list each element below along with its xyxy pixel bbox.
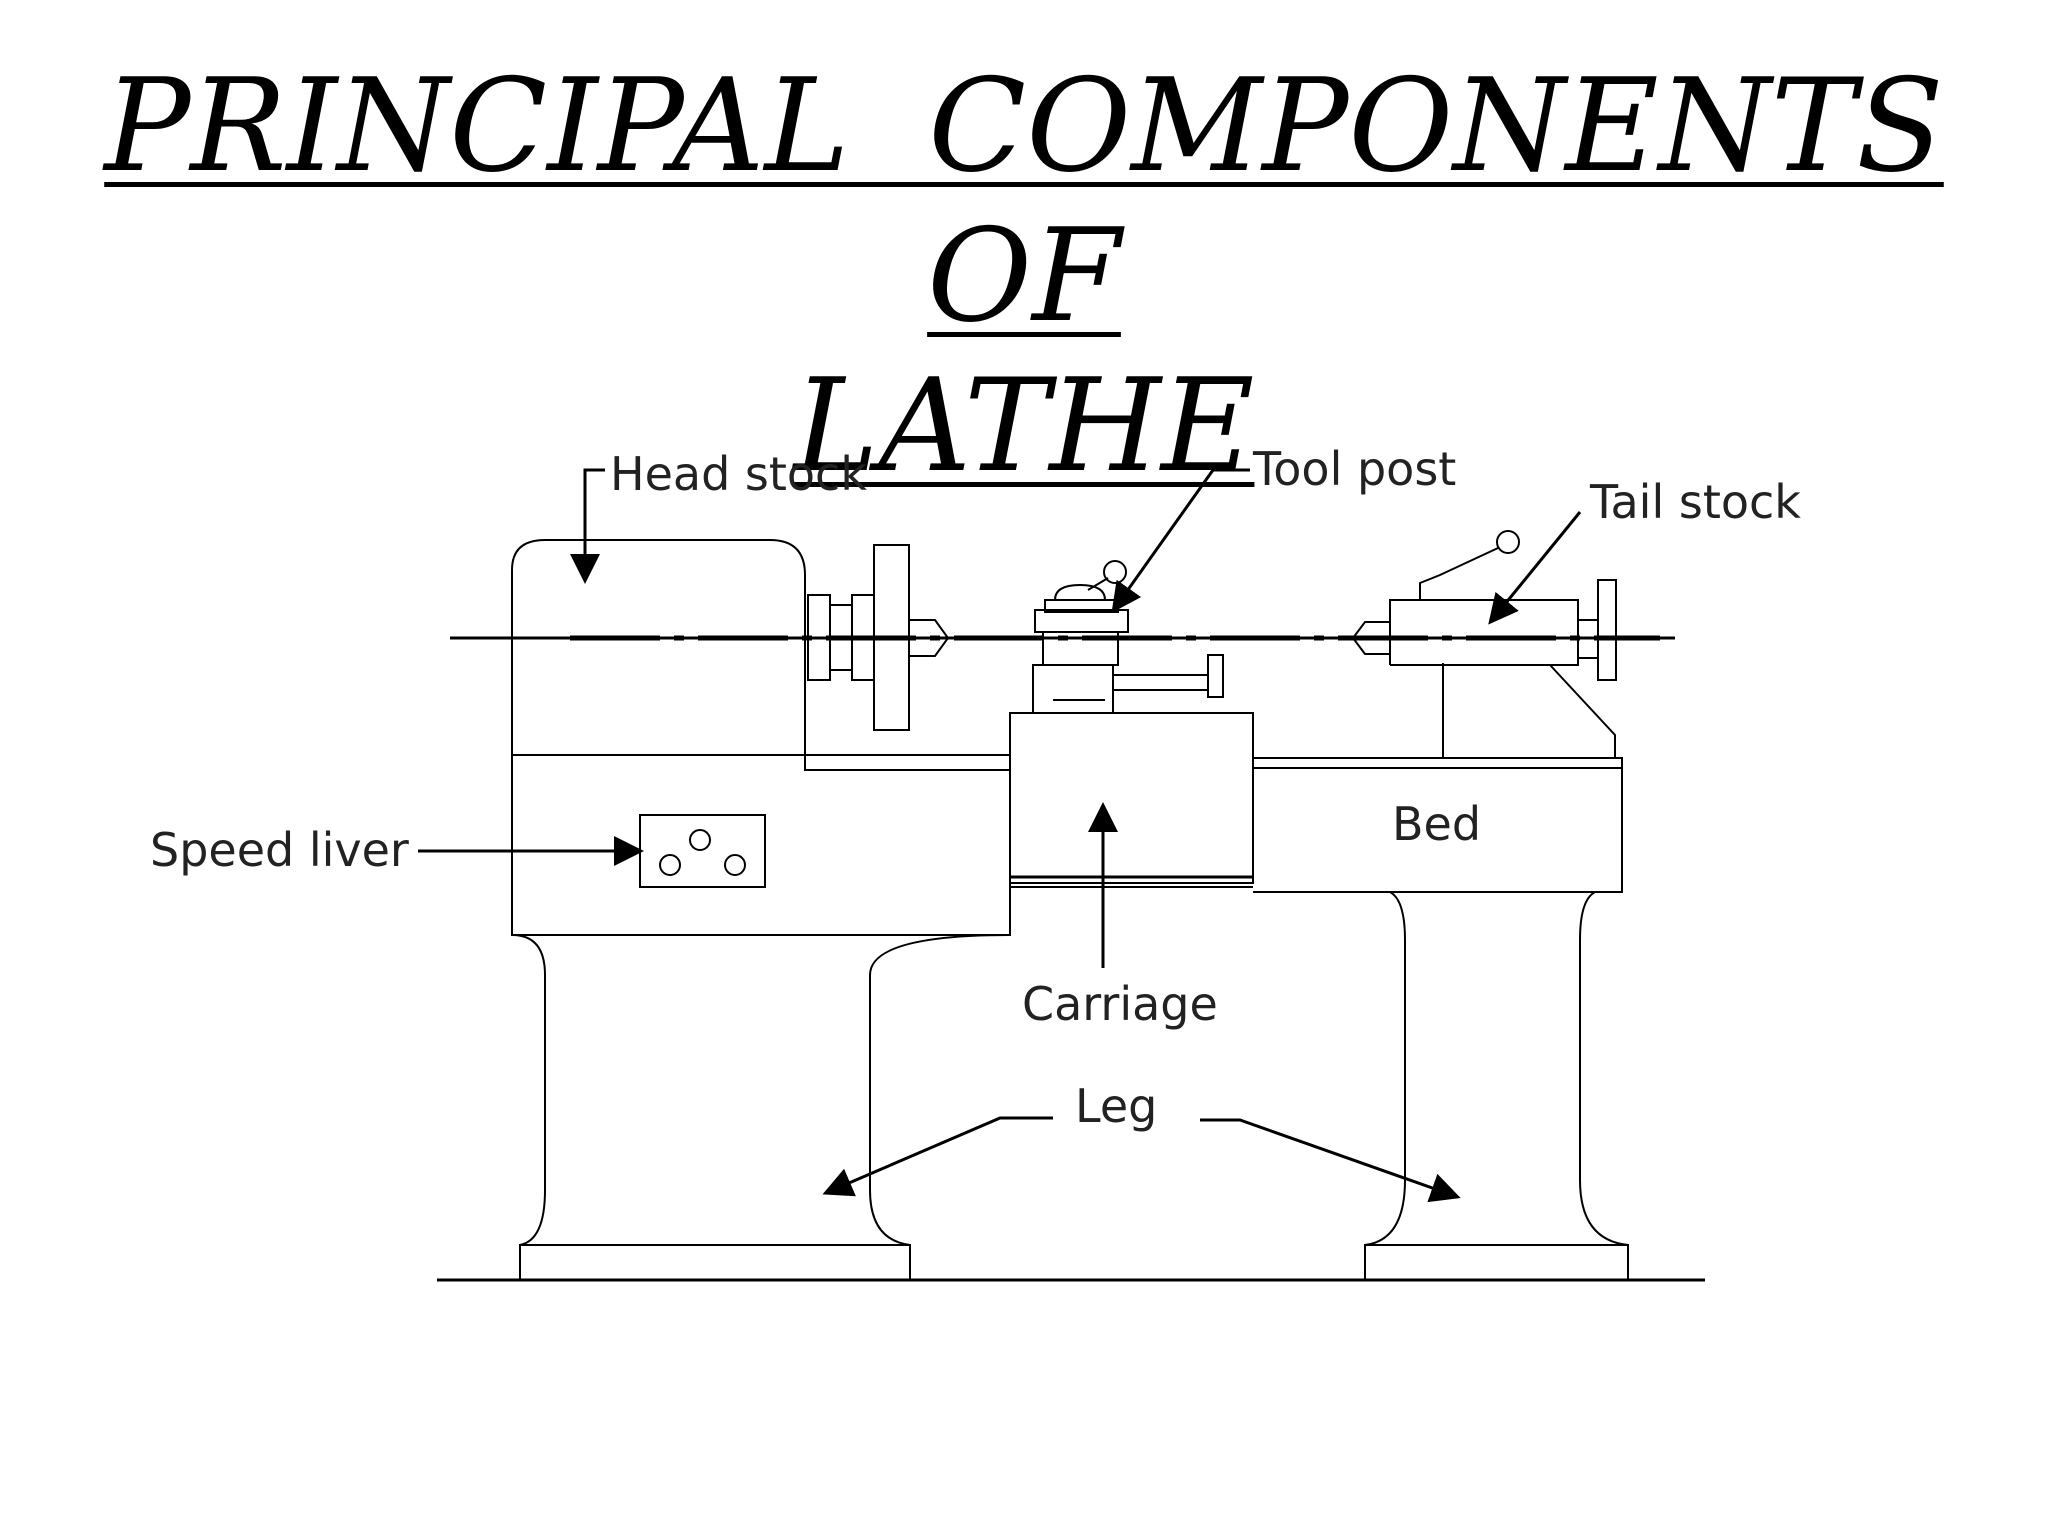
page-title: PRINCIPAL COMPONENTS OF LATHE (0, 52, 2048, 502)
cross-slide-handwheel (1207, 654, 1224, 698)
tailstock-leg-foot (1364, 1244, 1629, 1281)
title-line-2: LATHE (793, 352, 1255, 501)
tailstock-leg (1364, 891, 1629, 1280)
tailstock-lock-lever (1419, 547, 1499, 600)
speed-knob (659, 854, 681, 876)
tool-post-leader (1111, 468, 1250, 613)
title-line-1: PRINCIPAL COMPONENTS OF (104, 52, 1944, 351)
label-speed-liver: Speed liver (150, 823, 409, 877)
label-bed: Bed (1392, 797, 1481, 851)
label-tool-post: Tool post (1252, 442, 1456, 496)
label-tail-stock: Tail stock (1589, 475, 1801, 529)
tailstock-body (1389, 599, 1579, 666)
tool-post-clamp (1054, 583, 1106, 601)
tailstock-lock-knob (1496, 530, 1520, 554)
label-head-stock: Head stock (610, 447, 867, 501)
tailstock-handwheel (1597, 579, 1617, 681)
tool-post-lever-knob (1103, 560, 1127, 584)
lathe-bed (1253, 757, 1623, 893)
label-carriage: Carriage (1022, 977, 1218, 1031)
headstock-leg (511, 934, 1011, 1280)
headstock-leg-foot (519, 1244, 911, 1281)
speed-knob (689, 829, 711, 851)
live-center (908, 619, 950, 657)
tail-stock-leader (1488, 511, 1582, 625)
carriage-apron (1009, 712, 1254, 884)
cross-slide (1032, 664, 1114, 714)
speed-knob (724, 854, 746, 876)
headstock-body (511, 539, 1011, 936)
speed-lever-box (639, 814, 766, 888)
label-leg: Leg (1075, 1079, 1157, 1133)
tool-post-block (1034, 609, 1129, 633)
cross-slide-screw (1112, 674, 1209, 691)
tool-post-lever (1087, 577, 1109, 591)
leg-leader-right (1200, 1118, 1461, 1203)
tailstock-support (1549, 664, 1616, 758)
head-stock-leader (570, 468, 605, 584)
leg-leader-left (822, 1116, 1053, 1197)
